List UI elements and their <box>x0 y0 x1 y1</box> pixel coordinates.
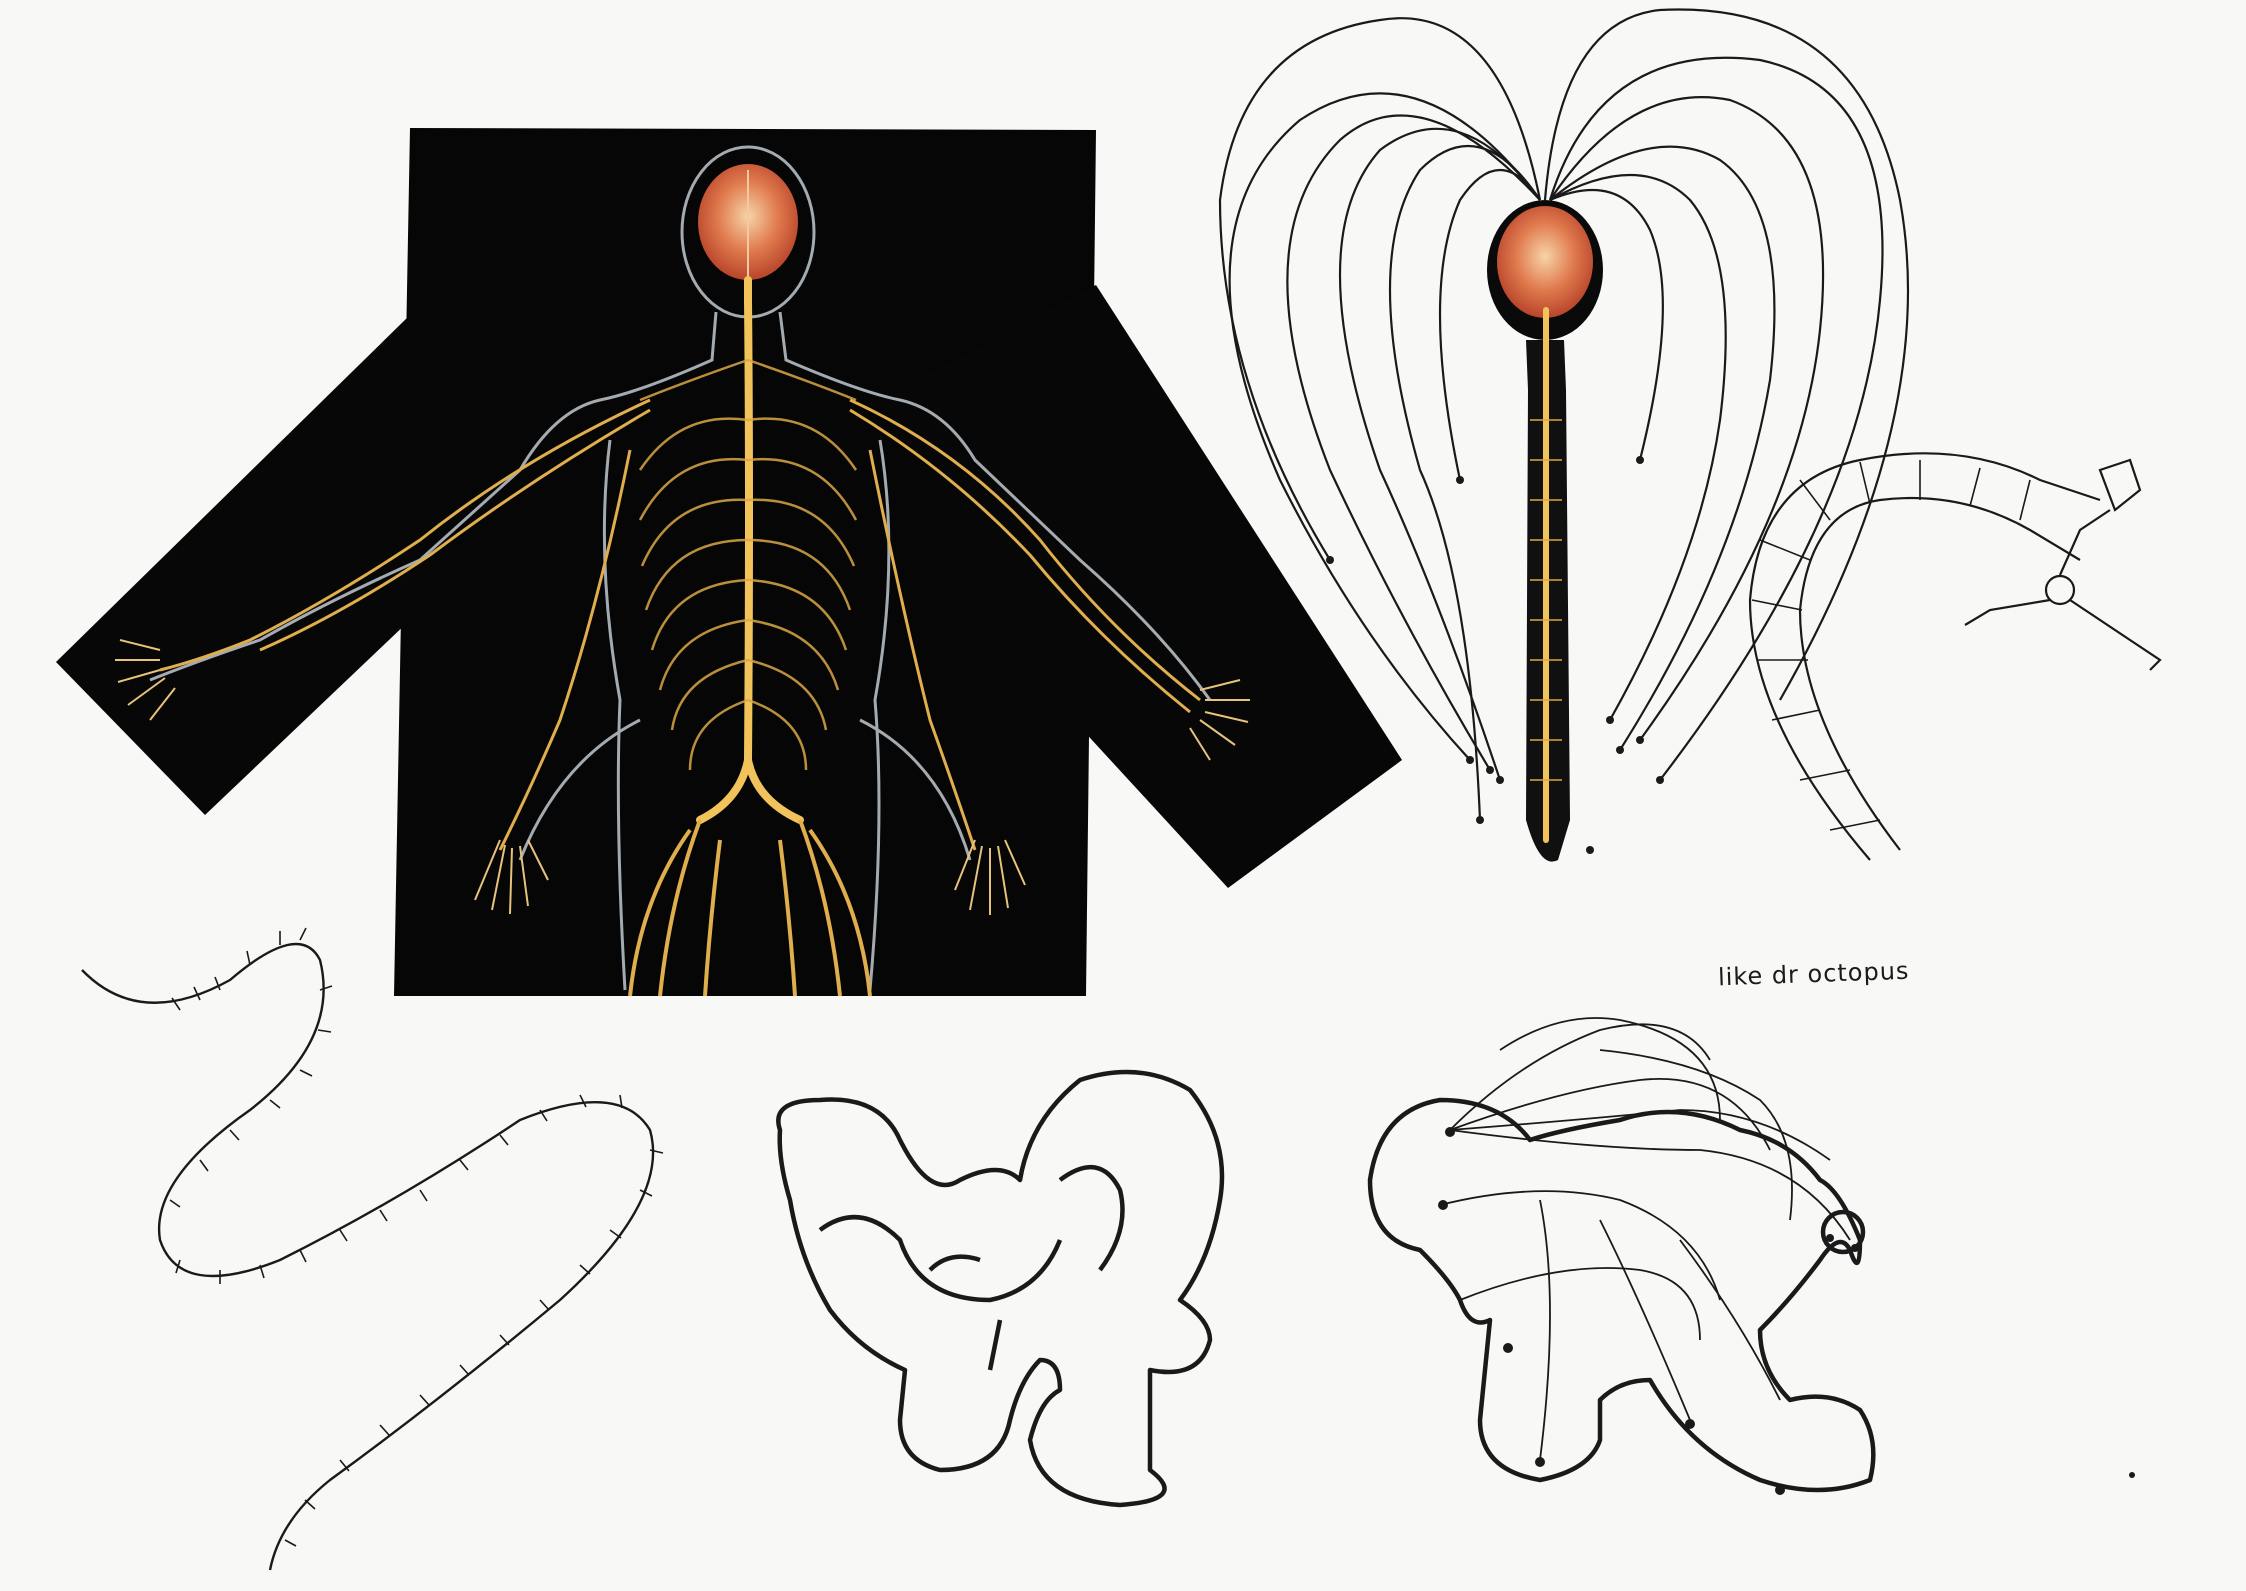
nervous-system-collage <box>56 128 1402 997</box>
arm-nerves <box>159 398 1201 851</box>
sketch-tube-knot-nerves <box>1367 1017 1876 1495</box>
cutout-brain-spine <box>1487 200 1603 862</box>
sketch-segmented-arc <box>1748 452 2162 861</box>
collage-background-left-arm <box>56 315 410 815</box>
knot-nerve-lines <box>1439 1017 1851 1461</box>
torso-nerves <box>638 358 858 771</box>
stray-pen-mark <box>2129 1472 2135 1478</box>
sketch-thorny-vine <box>81 927 664 1571</box>
tendril-lines <box>1218 8 1910 821</box>
leg-nerves <box>628 819 872 997</box>
sketch-tube-knot-plain <box>776 1069 1225 1508</box>
collage-background-right-arm <box>880 285 1402 888</box>
sketch-head-with-tendrils <box>1218 8 1910 862</box>
spinal-cord <box>696 276 804 824</box>
hands <box>115 639 1250 915</box>
tendril-end-dots <box>1326 456 1664 854</box>
knot-nerve-dots <box>1438 1127 1859 1495</box>
